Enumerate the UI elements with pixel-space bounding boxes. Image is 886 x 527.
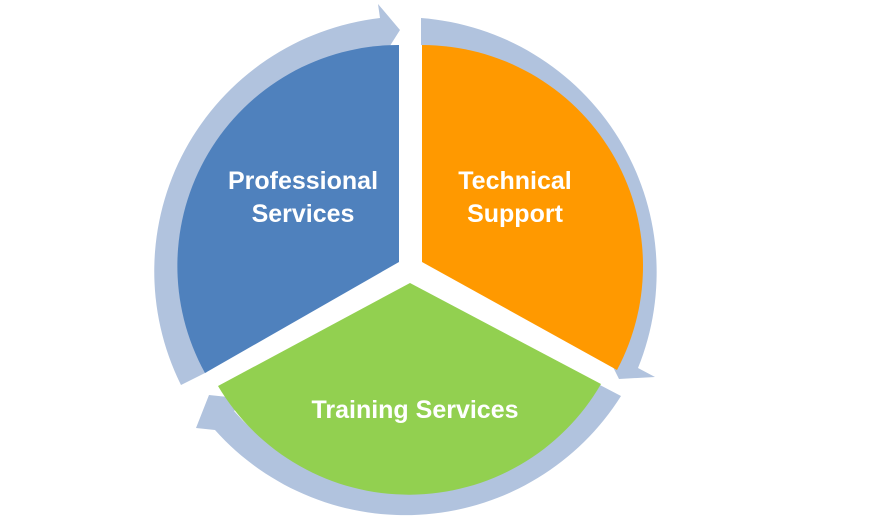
label-professional-line2: Services [251,200,355,228]
label-professional-line1: Professional [227,167,379,195]
label-technical-line1: Technical [458,167,572,195]
wedge-professional-services [177,44,399,373]
arrow-to-technical [154,4,400,385]
label-training-services: Training Services [290,394,540,427]
label-technical-support: Technical Support [425,165,605,231]
label-training-line1: Training Services [311,396,519,424]
arrow-to-professional [196,384,621,516]
label-technical-line2: Support [467,200,563,228]
wedge-technical-support [422,45,643,370]
arrow-to-training [421,18,657,379]
label-professional-services: Professional Services [213,165,393,231]
wedge-training-services [218,283,601,495]
